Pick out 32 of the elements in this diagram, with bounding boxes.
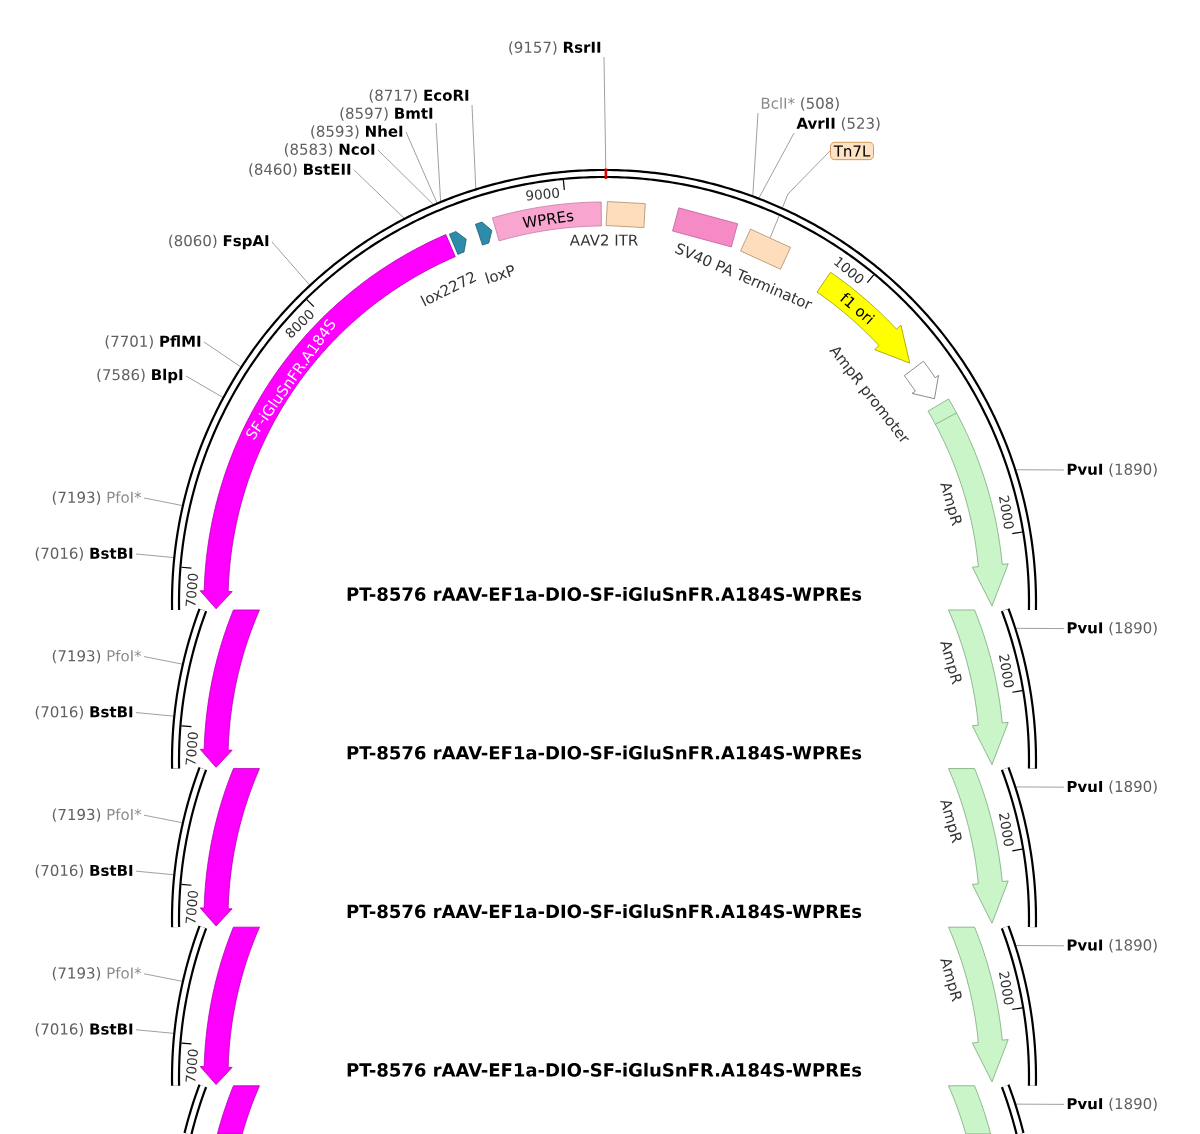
- feature-band: [449, 231, 467, 255]
- map-title: PT-8576 rAAV-EF1a-DIO-SF-iGluSnFR.A184S-WPREs: [347, 904, 862, 919]
- leader-line: [1010, 627, 1065, 630]
- leader-line: [143, 814, 188, 825]
- feature-band: [948, 1085, 992, 1134]
- leader-line: [377, 149, 438, 209]
- leader-line: [135, 1029, 179, 1035]
- leader-line: [203, 341, 246, 370]
- leader-line: [135, 870, 179, 876]
- leader-line: [405, 131, 440, 208]
- leader-line: [143, 973, 188, 983]
- feature-band: [216, 1085, 260, 1134]
- feature-band: [199, 768, 260, 927]
- leader-line: [1010, 945, 1065, 947]
- leader-line: [1010, 786, 1065, 788]
- leader-line: [143, 656, 188, 666]
- leader-line: [1010, 1103, 1065, 1105]
- feature-box: [740, 228, 791, 270]
- leader-line: [271, 241, 314, 289]
- map-title: PT-8576 rAAV-EF1a-DIO-SF-iGluSnFR.A184S-WPREs: [347, 1062, 862, 1077]
- leader-line: [135, 712, 179, 718]
- leader-line: [756, 132, 795, 203]
- map-title: PT-8576 rAAV-EF1a-DIO-SF-iGluSnFR.A184S-WPREs: [347, 745, 862, 760]
- leader-line: [143, 497, 188, 507]
- feature-band: [199, 926, 260, 1085]
- leader-line: [769, 150, 831, 239]
- leader-line: [135, 553, 179, 559]
- leader-line: [435, 122, 442, 207]
- feature-band: [199, 609, 260, 768]
- leader-line: [353, 169, 409, 223]
- leader-line: [1010, 469, 1065, 471]
- leader-line: [185, 375, 228, 401]
